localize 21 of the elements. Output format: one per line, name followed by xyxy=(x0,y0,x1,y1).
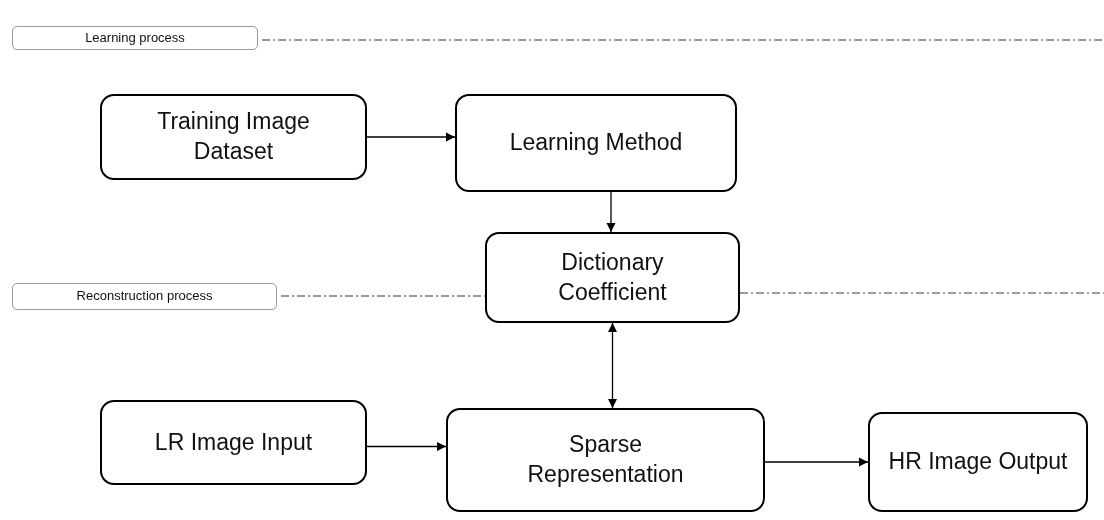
box-label: Training Image Dataset xyxy=(156,107,311,166)
arrow xyxy=(764,457,869,467)
section-label: Reconstruction process xyxy=(76,288,213,305)
process-box xyxy=(100,94,367,180)
box-label: Learning Method xyxy=(509,128,683,158)
process-box xyxy=(100,400,367,485)
process-box xyxy=(455,94,737,192)
process-box xyxy=(868,412,1088,512)
arrow xyxy=(606,191,616,233)
section-label: Learning process xyxy=(85,29,185,47)
arrow xyxy=(607,322,618,409)
box-label: Dictionary Coefficient xyxy=(557,247,668,307)
process-box xyxy=(446,408,765,512)
arrow xyxy=(366,441,447,452)
section-tag xyxy=(12,26,258,50)
process-box xyxy=(485,232,740,323)
arrow xyxy=(366,132,456,142)
section-tag xyxy=(12,283,277,310)
box-label: Sparse Representation xyxy=(526,430,685,489)
box-label: HR Image Output xyxy=(888,447,1068,477)
box-label: LR Image Input xyxy=(154,427,313,457)
